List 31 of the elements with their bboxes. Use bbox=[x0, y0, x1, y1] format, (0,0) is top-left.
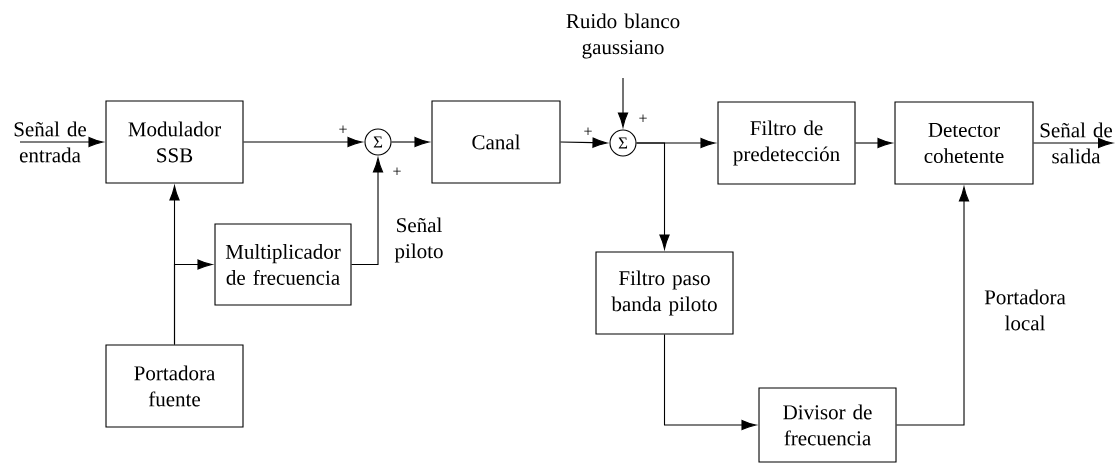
arrow bbox=[855, 137, 893, 149]
arrow bbox=[896, 186, 970, 426]
arrow bbox=[560, 137, 608, 148]
process-box: Canal bbox=[431, 100, 561, 184]
sign-label: + bbox=[639, 114, 647, 122]
sign-label: + bbox=[584, 127, 592, 135]
arrow bbox=[391, 136, 430, 148]
arrow bbox=[1033, 137, 1113, 149]
process-box: Filtro paso banda piloto bbox=[595, 251, 734, 335]
process-box: Divisor de frecuencia bbox=[758, 387, 897, 463]
arrow bbox=[173, 259, 213, 345]
process-box: Modulador SSB bbox=[105, 100, 244, 184]
arrow bbox=[663, 334, 757, 431]
process-box: Portadora fuente bbox=[105, 344, 244, 428]
edge-label: Señal de entrada bbox=[14, 121, 86, 163]
sign-label: + bbox=[393, 167, 401, 175]
arrow bbox=[19, 136, 104, 148]
arrow bbox=[636, 142, 670, 250]
edge-label: Señal piloto bbox=[394, 217, 443, 263]
process-box: Filtro de predetección bbox=[717, 101, 856, 185]
arrow bbox=[243, 136, 363, 148]
edge-label: Portadora local bbox=[984, 289, 1066, 331]
edge-label: Señal de salida bbox=[1040, 122, 1112, 164]
sign-label: + bbox=[339, 125, 347, 133]
summing-junction: Σ bbox=[609, 129, 637, 157]
arrow bbox=[617, 77, 629, 128]
summing-junction: Σ bbox=[364, 128, 392, 156]
process-box: Detector cohetente bbox=[894, 101, 1034, 185]
input-label: Ruido blanco gaussiano bbox=[566, 13, 680, 59]
process-box: Multiplicador de frecuencia bbox=[214, 223, 352, 306]
arrow bbox=[351, 157, 384, 266]
